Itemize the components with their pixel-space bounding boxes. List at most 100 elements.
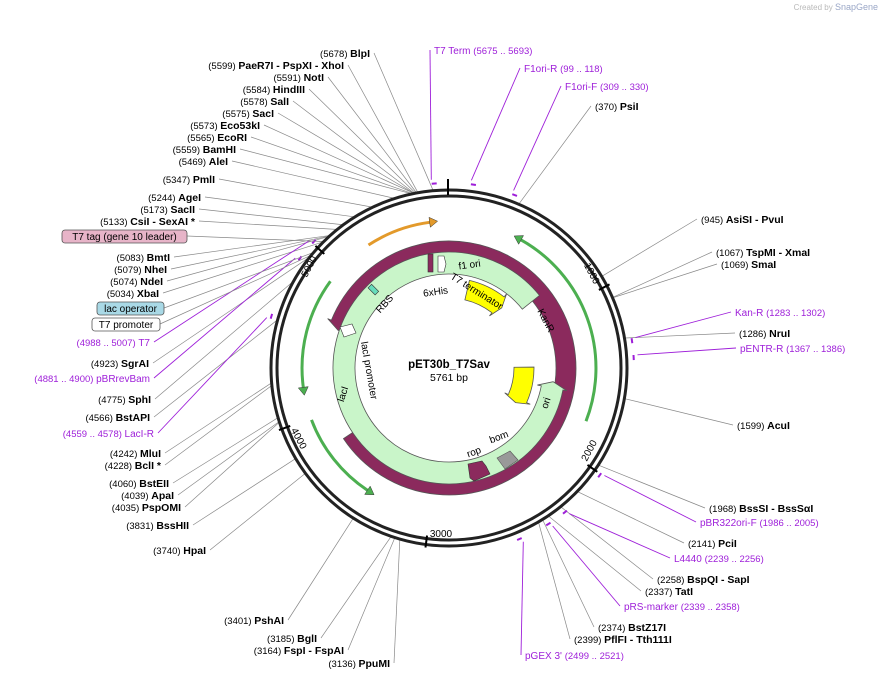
primer-label: L4440 (2239 .. 2256): [674, 554, 764, 565]
enzyme-label: (4035) PspOMI: [112, 502, 181, 514]
enzyme-tspmi: (1067) TspMI - XmaI: [716, 247, 810, 259]
primer-mark-prs-marker: [545, 521, 552, 527]
feature-bom-box: [496, 450, 519, 470]
enzyme-label: (1286) NruI: [739, 328, 790, 340]
enzyme-label: (3185) BglI: [267, 633, 317, 645]
enzyme-label: (1069) SmaI: [721, 259, 776, 271]
enzyme-nhei: (5079) NheI: [114, 264, 167, 276]
primer-mark-laci-r: [269, 313, 274, 319]
enzyme-bmti: (5083) BmtI: [117, 252, 171, 264]
enzyme-agei: (5244) AgeI: [148, 192, 201, 204]
leader-lines: [152, 49, 737, 664]
primer-label: pRS-marker (2339 .. 2358): [624, 602, 740, 613]
primer-pgex-3: pGEX 3' (2499 .. 2521): [525, 651, 624, 662]
primer-mark-l4440: [562, 509, 568, 515]
enzyme-label: (5244) AgeI: [148, 192, 201, 204]
enzyme-label: (5584) HindIII: [243, 84, 305, 96]
primer-label: F1ori-F (309 .. 330): [565, 82, 649, 93]
enzyme-bgli: (3185) BglI: [267, 633, 317, 645]
feature-label-ori: ori: [540, 396, 554, 410]
tick-mark-4000: [278, 424, 291, 431]
enzyme-leader-bsshii: [192, 458, 296, 526]
enzyme-label: (5678) BlpI: [320, 48, 370, 60]
enzyme-label: (4039) ApaI: [121, 490, 174, 502]
enzyme-label: (4923) SgrAI: [91, 358, 149, 370]
feature-arrows: [297, 216, 598, 496]
enzyme-label: (5173) SacII: [140, 204, 195, 216]
enzyme-label: (5469) AleI: [179, 156, 228, 168]
enzyme-bsssi: (1968) BssSI - BssSαI: [709, 503, 813, 515]
enzyme-leader-eco53ki: [263, 124, 413, 194]
enzyme-ecori: (5565) EcoRI: [187, 132, 247, 144]
enzyme-apai: (4039) ApaI: [121, 490, 174, 502]
primer-mark-pbr322ori-f: [597, 472, 603, 478]
boxed-feature-leader-lac-operator: [163, 252, 312, 309]
enzyme-leader-sgrai: [152, 258, 308, 364]
feature-orange-arrow: [367, 220, 430, 247]
primer-f1ori-f: F1ori-F (309 .. 330): [565, 82, 649, 93]
primer-label: F1ori-R (99 .. 118): [524, 64, 603, 75]
boxed-feature-lac-operator: lac operator: [96, 301, 165, 316]
enzyme-leader-psii: [519, 105, 592, 204]
enzyme-pspomi: (4035) PspOMI: [112, 502, 181, 514]
enzyme-label: (5599) PaeR7I - PspXI - XhoI: [208, 60, 344, 72]
enzyme-label: (5347) PmlI: [163, 174, 215, 186]
enzyme-leader-hpai: [209, 473, 305, 551]
enzyme-hindiii: (5584) HindIII: [243, 84, 305, 96]
boxed-feature-label: T7 tag (gene 10 leader): [72, 232, 177, 243]
feature-t7term-marker: [437, 255, 447, 273]
enzyme-label: (370) PsiI: [595, 101, 639, 113]
primer-label: (4988 .. 5007) T7: [77, 338, 151, 349]
primer-leader-pgex-3: [520, 541, 524, 656]
enzyme-csii: (5133) CsiI - SexAI *: [100, 216, 196, 228]
enzyme-leader-bamhi: [239, 148, 410, 194]
feature-rop-arrow: [467, 460, 491, 482]
enzyme-leader-ecori: [250, 136, 412, 194]
enzyme-label: (4228) BclI *: [105, 460, 162, 472]
enzyme-psii: (370) PsiI: [595, 101, 639, 113]
enzyme-tati: (2337) TatI: [645, 586, 693, 598]
primer-leader-prs-marker: [552, 525, 621, 607]
enzyme-pcii: (2141) PciI: [688, 538, 737, 550]
enzyme-smai: (1069) SmaI: [721, 259, 776, 271]
enzyme-alei: (5469) AleI: [179, 156, 228, 168]
feature-label-laci: lacI: [336, 385, 351, 403]
enzyme-bcli: (4228) BclI *: [105, 460, 162, 472]
primer-label: T7 Term (5675 .. 5693): [434, 46, 532, 57]
primer-label: (4881 .. 4900) pBRrevBam: [34, 374, 150, 385]
enzyme-pmli: (5347) PmlI: [163, 174, 215, 186]
feature-orange-arrow-head: [428, 216, 439, 228]
enzyme-bspqi: (2258) BspQI - SapI: [657, 574, 750, 586]
enzyme-label: (2141) PciI: [688, 538, 737, 550]
enzyme-leader-pflfi: [538, 522, 571, 640]
feature-f1ori-arrow: [464, 279, 507, 317]
primer-leader-pbr322ori-f: [604, 475, 697, 523]
feature-label-laci-promoter: lacI promoter: [358, 341, 379, 401]
primer-pbr322ori-f: pBR322ori-F (1986 .. 2005): [700, 518, 819, 529]
enzyme-label: (4242) MluI: [110, 448, 161, 460]
feature-label-f1-ori: f1 ori: [458, 259, 482, 273]
enzyme-asisi: (945) AsiSI - PvuI: [701, 214, 784, 226]
enzyme-leader-bsssi: [599, 465, 706, 509]
enzyme-label: (2337) TatI: [645, 586, 693, 598]
feature-green-arrow-2-head: [364, 485, 375, 495]
enzyme-noti: (5591) NotI: [273, 72, 324, 84]
primer-leader-f1ori-f: [513, 85, 562, 191]
primer-kan-r: Kan-R (1283 .. 1302): [735, 308, 825, 319]
enzyme-bamhi: (5559) BamHI: [173, 144, 236, 156]
enzyme-mlui: (4242) MluI: [110, 448, 161, 460]
enzyme-eco53ki: (5573) Eco53kI: [190, 120, 260, 132]
primer-mark-f1ori-r: [470, 183, 477, 186]
boxed-feature-label: T7 promoter: [99, 320, 154, 331]
enzyme-leader-agei: [204, 196, 354, 218]
primer-prs-marker: pRS-marker (2339 .. 2358): [624, 602, 740, 613]
enzyme-leader-pmli: [218, 178, 371, 208]
snapgene-credit: Created by SnapGene: [793, 2, 878, 12]
enzyme-sacii: (5173) SacII: [140, 204, 195, 216]
enzyme-label: (1067) TspMI - XmaI: [716, 247, 810, 259]
enzyme-leader-smai: [613, 263, 718, 298]
enzyme-leader-xbai: [162, 242, 322, 294]
enzyme-nrui: (1286) NruI: [739, 328, 790, 340]
tick-mark-5000: [314, 245, 325, 255]
